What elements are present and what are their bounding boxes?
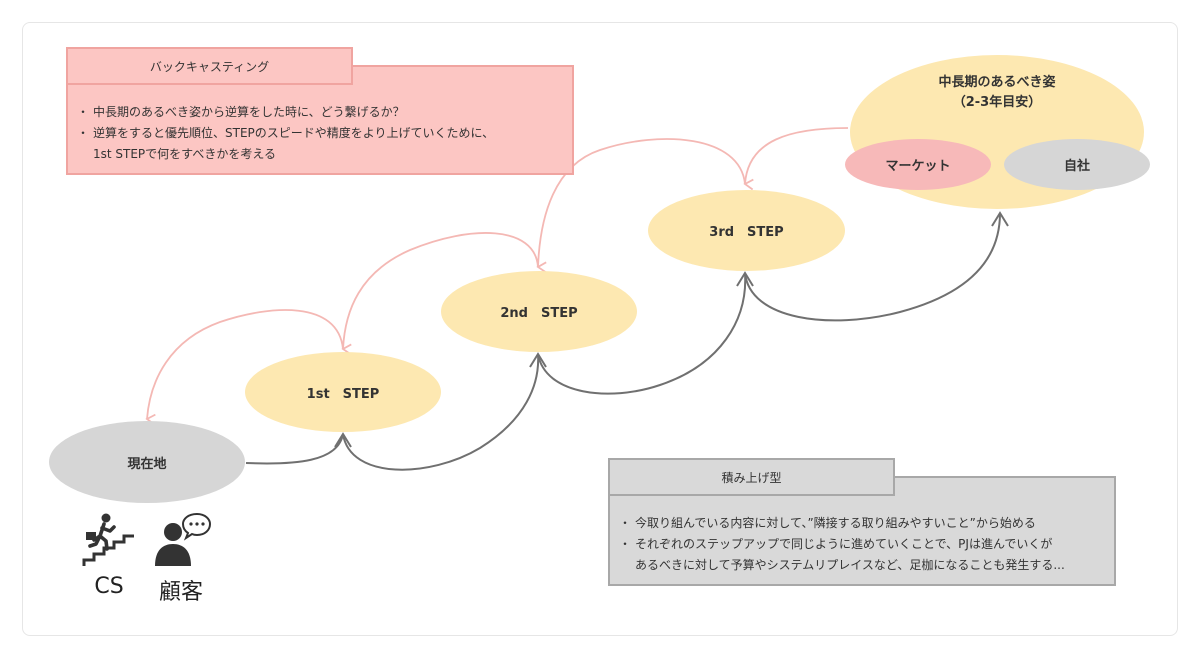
persona-cs-label: CS [94,574,124,599]
persona-customer-label: 顧客 [158,580,203,605]
stacking-item: 今取り組んでいる内容に対して、”隣接する取り組みやすいこと”から始める [619,513,1065,534]
market-label: マーケット [885,159,951,174]
backcasting-title: バックキャスティング [66,47,353,85]
stacking-item: それぞれのステップアップで同じように進めていくことで、PJは進んでいくが あるべ… [619,534,1065,576]
backcasting-item: 逆算をすると優先順位、STEPのスピードや精度をより上げていくために、 1st … [77,123,494,165]
goal-title: 中長期のあるべき姿 （2-3年目安） [938,75,1056,110]
stack-arrowhead-step2 [529,352,547,368]
person-speech-icon [155,512,212,566]
stack-arrow-step3-to-goal [744,212,1001,322]
backcast-arrow-step1-to-current [145,309,344,426]
stack-arrow-step1-to-step2 [342,353,540,471]
step1-node: 1st STEP [245,352,441,432]
current-node: 現在地 [49,421,245,503]
stack-arrow-current-to-step1 [245,433,344,465]
backcast-arrow-goal-to-step3 [743,127,849,191]
stairs-runner-icon [82,513,134,566]
current-label: 現在地 [127,456,167,472]
stack-arrow-step2-to-step3 [537,272,747,395]
stacking-list: 今取り組んでいる内容に対して、”隣接する取り組みやすいこと”から始める それぞれ… [619,513,1065,576]
persona-cs: CS [80,512,138,599]
step1-label: 1st STEP [306,386,380,402]
backcasting-item: 中長期のあるべき姿から逆算をした時に、どう繋げるか？ [77,102,494,123]
step2-label: 2nd STEP [500,306,578,321]
company-label: 自社 [1063,159,1090,174]
company-node: 自社 [1004,139,1150,190]
stack-arrowhead-goal [991,211,1009,227]
step3-node: 3rd STEP [648,190,845,271]
backcasting-list: 中長期のあるべき姿から逆算をした時に、どう繋げるか？ 逆算をすると優先順位、ST… [77,102,494,165]
stack-arrowhead-step3 [736,271,754,287]
step2-node: 2nd STEP [441,271,637,352]
backcast-arrow-step2-to-step1 [341,232,539,356]
backcast-arrow-step3-to-step2 [536,138,746,274]
stacking-title: 積み上げ型 [608,458,895,496]
stack-arrowhead-step1 [334,432,352,448]
step3-label: 3rd STEP [709,225,784,240]
market-node: マーケット [845,139,991,190]
persona-customer: 顧客 [150,512,212,606]
